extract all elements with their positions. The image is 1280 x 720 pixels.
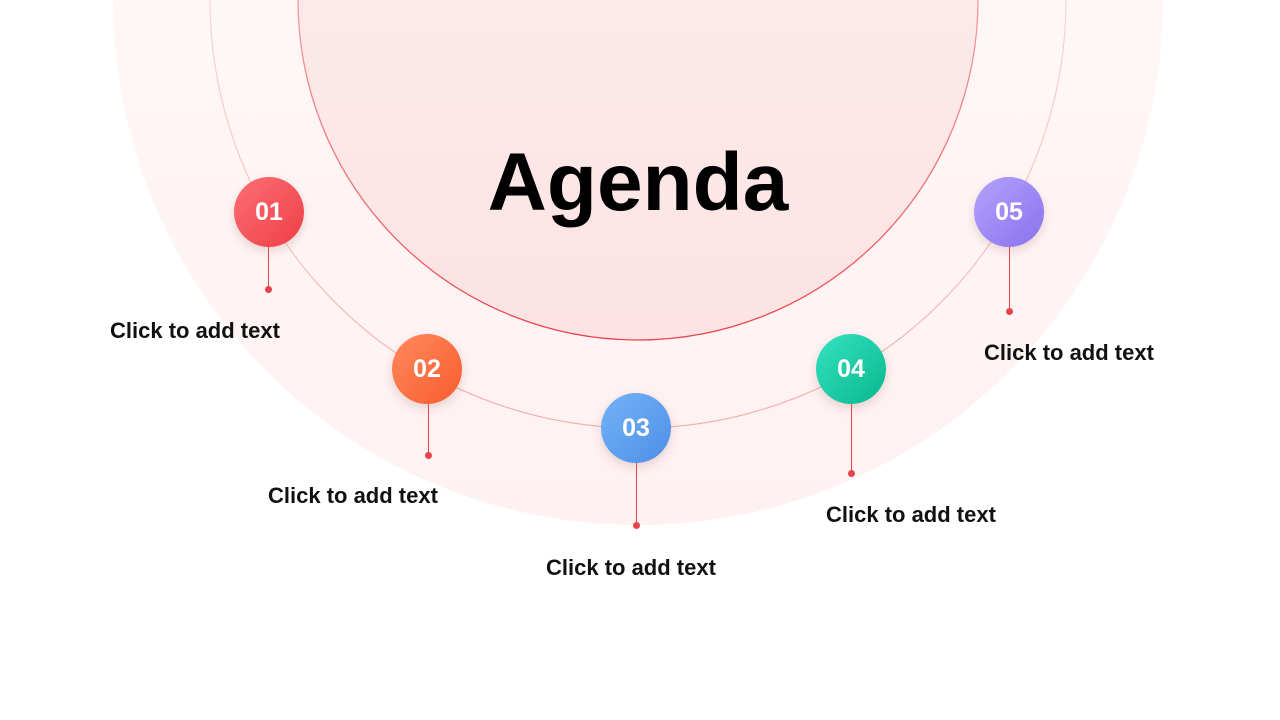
agenda-text-01[interactable]: Click to add text [110,318,280,343]
connector-dot-03 [632,521,640,529]
agenda-text-04[interactable]: Click to add text [826,502,996,527]
connector-line-01 [267,247,269,287]
agenda-title: Agenda [487,137,789,228]
connector-line-04 [850,404,852,471]
connector-dot-02 [424,451,432,459]
connector-line-02 [427,404,429,453]
inner-circle [297,0,979,341]
agenda-node-03[interactable]: 03 [601,393,671,463]
connector-dot-04 [847,469,855,477]
connector-line-05 [1008,247,1010,309]
agenda-node-02[interactable]: 02 [392,334,462,404]
connector-line-03 [635,463,637,523]
agenda-text-03[interactable]: Click to add text [546,555,716,580]
agenda-node-01[interactable]: 01 [234,177,304,247]
connector-dot-01 [264,285,272,293]
agenda-text-05[interactable]: Click to add text [984,340,1154,365]
agenda-node-04[interactable]: 04 [816,334,886,404]
agenda-text-02[interactable]: Click to add text [268,483,438,508]
connector-dot-05 [1005,307,1013,315]
agenda-node-05[interactable]: 05 [974,177,1044,247]
